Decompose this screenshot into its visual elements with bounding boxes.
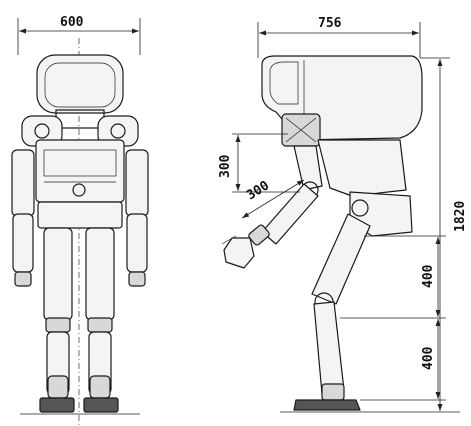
shin-label: 400 xyxy=(421,346,436,370)
side-finger xyxy=(221,235,237,245)
side-hip-joint xyxy=(351,199,369,217)
arm-vertical-label: 300 xyxy=(218,154,233,178)
front-view: 600 xyxy=(11,15,149,425)
side-shoulder-cross xyxy=(285,117,317,143)
thigh-label: 400 xyxy=(421,264,436,288)
side-upper-arm xyxy=(293,145,323,191)
front-thigh-right xyxy=(85,227,115,321)
front-thigh-left xyxy=(43,227,73,321)
front-chest-panel xyxy=(43,149,117,177)
front-hand-right xyxy=(128,271,146,287)
front-knee-left xyxy=(45,317,71,333)
arm-diagonal-dim-line xyxy=(241,179,305,219)
front-ankle-right xyxy=(89,375,111,399)
side-shin xyxy=(313,301,345,395)
front-shoulder-joint-left xyxy=(34,123,50,139)
side-thigh xyxy=(311,213,371,305)
front-hand-left xyxy=(14,271,32,287)
side-foot xyxy=(293,399,361,411)
side-forearm xyxy=(261,183,319,245)
front-shoulder-joint-right xyxy=(110,123,126,139)
front-upper-arm-left xyxy=(11,149,35,217)
front-width-label: 600 xyxy=(60,15,84,30)
side-view: 756 300 xyxy=(218,16,468,413)
front-waist-joint xyxy=(72,183,86,197)
front-hip xyxy=(37,201,123,229)
front-forearm-left xyxy=(12,213,34,273)
side-wrist xyxy=(248,224,270,246)
side-head-visor xyxy=(269,61,299,105)
side-ankle xyxy=(321,383,345,401)
front-torso xyxy=(35,139,125,203)
side-hand xyxy=(223,237,255,269)
front-head-inner xyxy=(44,62,116,108)
height-label: 1820 xyxy=(453,201,468,232)
front-foot-left xyxy=(39,397,75,413)
front-head xyxy=(36,54,124,114)
front-ankle-left xyxy=(47,375,69,399)
side-depth-label: 756 xyxy=(318,16,342,31)
arm-diagonal-label: 300 xyxy=(244,178,272,203)
front-knee-right xyxy=(87,317,113,333)
front-forearm-right xyxy=(126,213,148,273)
side-torso xyxy=(317,139,407,197)
front-upper-arm-right xyxy=(125,149,149,217)
front-foot-right xyxy=(83,397,119,413)
